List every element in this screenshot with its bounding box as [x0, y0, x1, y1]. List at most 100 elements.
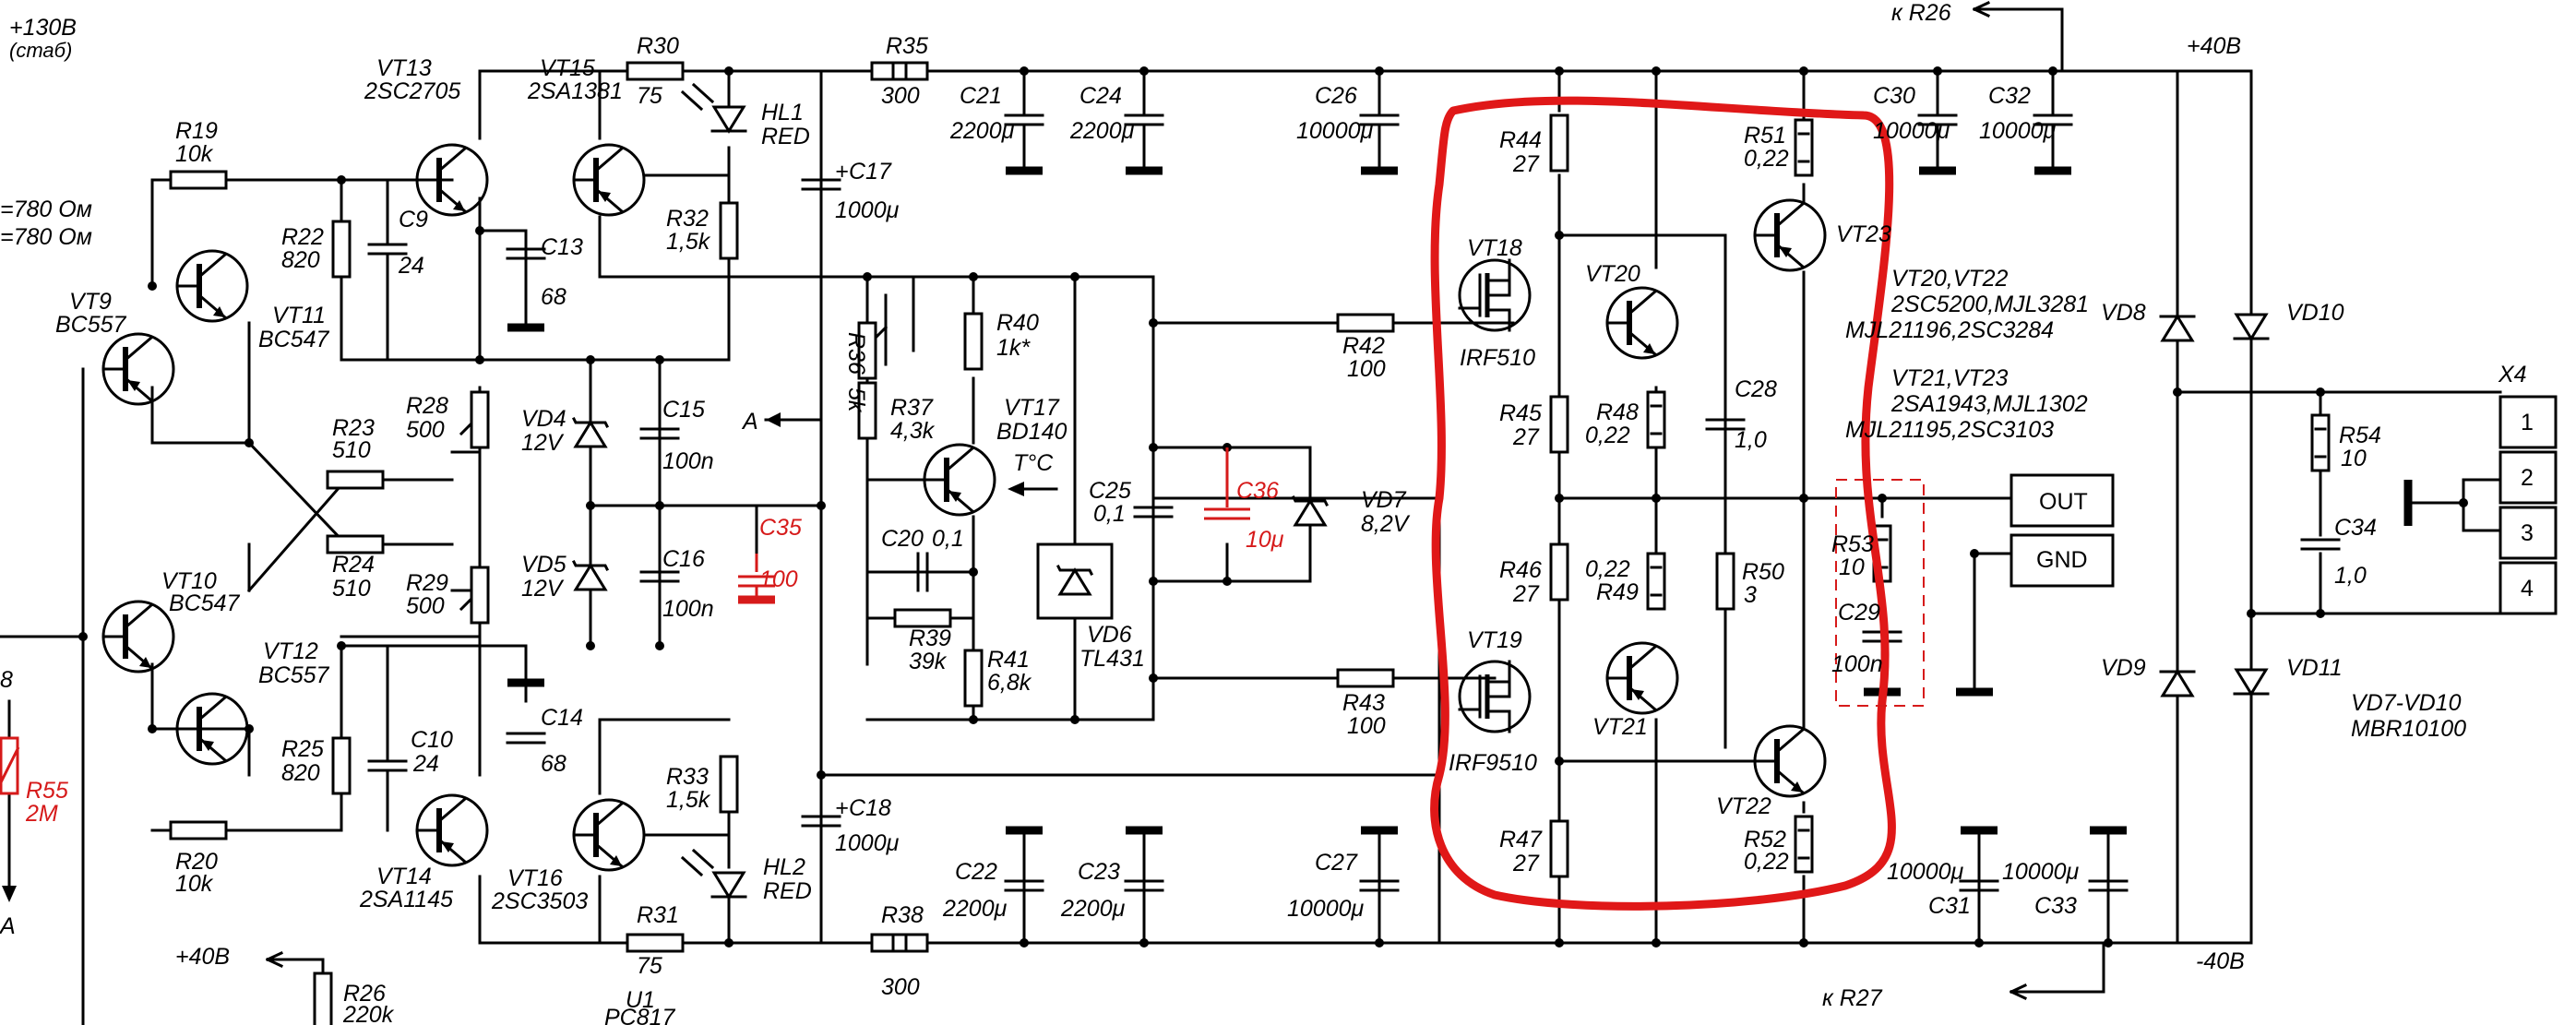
vd10-ref: VD10: [2286, 300, 2344, 326]
c28-ref: C28: [1735, 376, 1777, 402]
c10-val: 24: [412, 751, 439, 777]
to-r27-label: к R27: [1822, 985, 1883, 1011]
c21-ref: C21: [960, 83, 1002, 109]
shunt-marks: [891, 61, 2327, 953]
vd11-ref: VD11: [2286, 655, 2343, 681]
c20-ref: C20: [881, 526, 924, 552]
vd6-ref: VD6: [1087, 622, 1132, 648]
hl1-val: RED: [761, 124, 810, 149]
diode-set-note: VD7-VD10: [2351, 690, 2462, 716]
vt10-ref: VT10: [161, 568, 217, 594]
r48-ref: R48: [1596, 399, 1639, 425]
c31-ref: C31: [1928, 893, 1971, 919]
c23-ref: C23: [1078, 859, 1120, 885]
c13-val: 68: [541, 284, 566, 310]
r48-val: 0,22: [1585, 423, 1630, 448]
vt21-ref: VT21: [1592, 714, 1648, 740]
r33-val: 1,5k: [666, 787, 711, 813]
r30-ref: R30: [637, 33, 679, 59]
r47-ref: R47: [1499, 827, 1543, 852]
r52-ref: R52: [1744, 827, 1786, 852]
x4-connector: [2498, 395, 2558, 615]
vd7-val: 8,2V: [1361, 511, 1411, 537]
c35-val: 100: [759, 566, 798, 592]
node-a-label-left: A: [0, 913, 16, 939]
r54-val: 10: [2341, 446, 2367, 471]
npn-note-types2: MJL21196,2SC3284: [1845, 317, 2054, 343]
c28-val: 1,0: [1735, 427, 1767, 453]
hl2-ref: HL2: [763, 854, 805, 880]
c31-val: 10000μ: [1887, 859, 1964, 885]
r24-ref: R24: [332, 552, 375, 578]
r35-val: 300: [881, 83, 920, 109]
capacitor-leads: [386, 90, 2110, 883]
c9-ref: C9: [399, 207, 428, 232]
trimmer-arrows: [459, 293, 888, 612]
vt9-type: BC557: [55, 312, 127, 338]
r31-ref: R31: [637, 902, 679, 928]
c20-val: 0,1: [932, 526, 964, 552]
vt22-ref: VT22: [1716, 793, 1771, 819]
c18-ref: C18: [849, 795, 891, 821]
vt16-type: 2SC3503: [491, 888, 588, 914]
vd4-ref: VD4: [521, 406, 566, 432]
r32-val: 1,5k: [666, 229, 711, 255]
r53-ref: R53: [1831, 531, 1874, 557]
u1-ref: U1: [626, 987, 655, 1013]
ground-symbols: [507, 166, 2413, 835]
r26-val: 220k: [342, 1002, 395, 1025]
vt19-type: IRF9510: [1449, 750, 1537, 776]
diode-symbols: [572, 105, 2270, 899]
c30-ref: C30: [1873, 83, 1915, 109]
pnp-note-title: VT21,VT23: [1891, 365, 2009, 391]
c17-val: 1000μ: [835, 197, 900, 223]
r47-val: 27: [1512, 851, 1540, 876]
vt17-ref: VT17: [1004, 395, 1060, 421]
r52-val: 0,22: [1744, 849, 1789, 875]
c25-ref: C25: [1089, 478, 1131, 504]
hl2-val: RED: [763, 878, 812, 904]
c17-ref: C17: [849, 159, 892, 185]
r46-ref: R46: [1499, 557, 1542, 583]
r54-ref: R54: [2339, 423, 2381, 448]
vd4-val: 12V: [521, 430, 565, 456]
node-a-arrowhead: [766, 412, 781, 427]
r19-val: 10k: [175, 141, 214, 167]
vd8-ref: VD8: [2101, 300, 2146, 326]
rail-neg-label: -40В: [2196, 948, 2245, 974]
vt17-type: BD140: [996, 419, 1067, 445]
c13-ref: C13: [541, 234, 583, 260]
r41-val: 6,8k: [987, 670, 1032, 696]
vd7-ref: VD7: [1361, 487, 1407, 513]
output-block: [2010, 473, 2115, 588]
r25-val: 820: [281, 760, 320, 786]
vt14-type: 2SA1145: [359, 887, 453, 912]
r51-val: 0,22: [1744, 146, 1789, 172]
x4-pin-1: 1: [2521, 410, 2534, 435]
c10-ref: C10: [411, 727, 453, 753]
vt9-ref: VT9: [69, 289, 112, 315]
r29-val: 500: [406, 593, 445, 619]
r46-val: 27: [1512, 581, 1540, 607]
r45-ref: R45: [1499, 400, 1542, 426]
vt15-type: 2SA1381: [527, 78, 623, 104]
c24-ref: C24: [1079, 83, 1122, 109]
c25-val: 0,1: [1093, 501, 1126, 527]
to-r26-label: к R26: [1891, 0, 1951, 26]
vd9-ref: VD9: [2101, 655, 2146, 681]
hl1-ref: HL1: [761, 100, 804, 125]
c32-val: 10000μ: [1979, 118, 2057, 144]
red-r55-resistor: [0, 736, 20, 795]
c26-ref: C26: [1315, 83, 1357, 109]
r23-ref: R23: [332, 415, 375, 441]
r53-val: 10: [1839, 554, 1865, 580]
c15-ref: C15: [662, 397, 705, 423]
c33-val: 10000μ: [2002, 859, 2080, 885]
c15-val: 100n: [662, 448, 714, 474]
c16-val: 100n: [662, 596, 714, 622]
red-c36-capacitor: [1204, 447, 1250, 520]
x4-ref: X4: [2498, 362, 2527, 387]
r37-val: 4,3k: [890, 418, 936, 444]
r37-ref: R37: [890, 395, 934, 421]
